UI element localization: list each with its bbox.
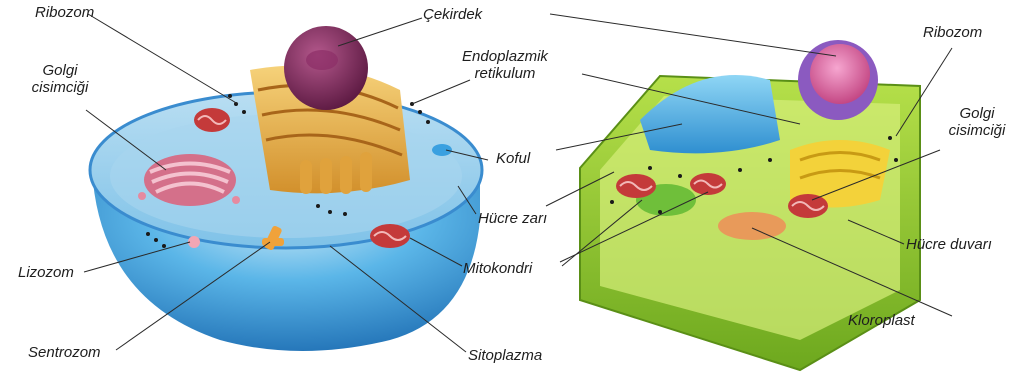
label-golgi-right-line2: cisimciği xyxy=(935,122,1019,139)
label-sentrozom: Sentrozom xyxy=(28,344,101,361)
label-er-line2: retikulum xyxy=(450,65,560,82)
label-golgi-right-line1: Golgi xyxy=(935,105,1019,122)
label-hucre-zari: Hücre zarı xyxy=(478,210,547,227)
label-ribozom-right: Ribozom xyxy=(923,24,982,41)
animal-cell xyxy=(90,26,482,351)
label-ribozom-left: Ribozom xyxy=(35,4,94,21)
label-golgi-left-line1: Golgi xyxy=(18,62,102,79)
label-hucre-duvari: Hücre duvarı xyxy=(906,236,992,253)
nucleus-animal xyxy=(284,26,368,110)
label-golgi-left-line2: cisimciği xyxy=(18,79,102,96)
label-er: Endoplazmik retikulum xyxy=(450,48,560,82)
label-koful: Koful xyxy=(496,150,530,167)
label-lizozom: Lizozom xyxy=(18,264,74,281)
label-cekirdek: Çekirdek xyxy=(423,6,482,23)
label-mitokondri: Mitokondri xyxy=(463,260,532,277)
mitochondrion-plant-1 xyxy=(616,174,656,198)
label-golgi-left: Golgi cisimciği xyxy=(18,62,102,96)
mitochondrion-animal-1 xyxy=(194,108,230,132)
label-er-line1: Endoplazmik xyxy=(450,48,560,65)
mitochondrion-plant-2 xyxy=(690,173,726,195)
mitochondrion-animal-2 xyxy=(370,224,410,248)
vacuole-animal xyxy=(432,144,452,156)
label-kloroplast: Kloroplast xyxy=(848,312,915,329)
label-golgi-right: Golgi cisimciği xyxy=(935,105,1019,139)
label-sitoplazma: Sitoplazma xyxy=(468,347,542,364)
mitochondrion-plant-3 xyxy=(788,194,828,218)
